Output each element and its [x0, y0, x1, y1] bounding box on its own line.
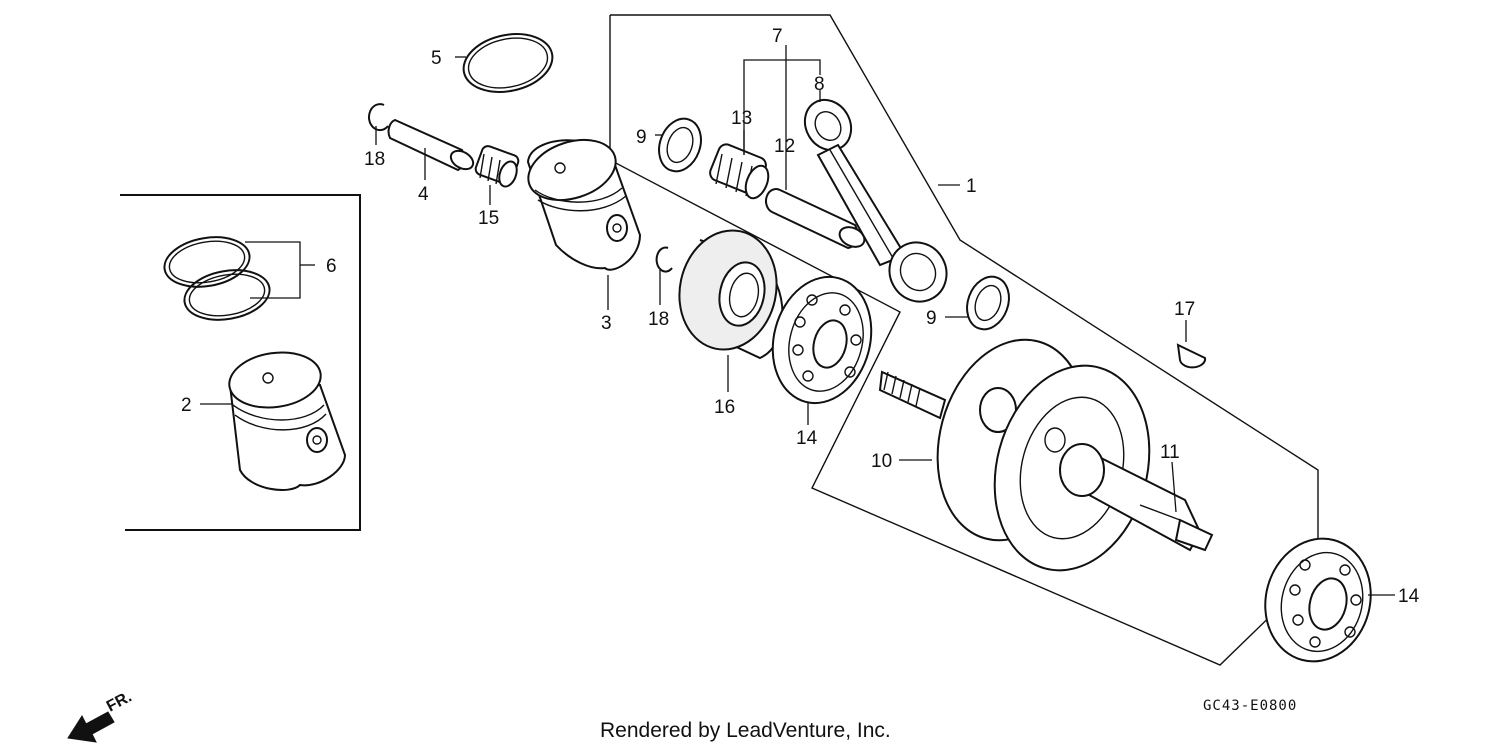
thrust-washer-part-9-lower: [966, 275, 1010, 331]
callout-18-right: 18: [648, 309, 669, 330]
circlip-part-18-left: [368, 103, 389, 132]
render-credit: Rendered by LeadVenture, Inc.: [600, 719, 891, 742]
callout-15: 15: [478, 208, 499, 229]
callout-17: 17: [1174, 299, 1195, 320]
callout-8: 8: [814, 74, 825, 95]
callout-2: 2: [181, 395, 192, 416]
ball-bearing-part-14-lower: [1264, 537, 1372, 663]
needle-bearing-part-15: [474, 145, 520, 188]
callout-1: 1: [966, 176, 977, 197]
piston-part-3: [526, 138, 642, 271]
callout-9-upper: 9: [636, 127, 647, 148]
callout-12: 12: [774, 136, 795, 157]
callout-7: 7: [772, 26, 783, 47]
needle-bearing-part-13: [709, 143, 770, 200]
callout-labels: 1 2 3 4 5 6 7 8 9 9 10 11 12 13 14 14 15…: [181, 26, 1420, 607]
front-direction-arrow-icon: FR.: [67, 688, 135, 743]
piston-ring-part-5: [462, 33, 554, 93]
piston-part-2: [228, 351, 347, 491]
callout-14-lower: 14: [1398, 586, 1420, 607]
front-direction-label: FR.: [104, 688, 135, 715]
callout-10: 10: [871, 451, 892, 472]
callout-3: 3: [601, 313, 612, 334]
oil-seal-part-16: [678, 229, 784, 360]
circlip-part-18-right: [655, 246, 673, 273]
leader-lines: [200, 45, 1395, 596]
callout-6: 6: [326, 256, 337, 277]
callout-9-lower: 9: [926, 308, 937, 329]
callout-5: 5: [431, 48, 442, 69]
callout-11: 11: [1160, 442, 1180, 463]
callout-16: 16: [714, 397, 735, 418]
diagram-code: GC43-E0800: [1203, 698, 1297, 714]
connecting-rod-part-8: [803, 98, 948, 303]
ball-bearing-part-14-upper: [771, 275, 873, 405]
woodruff-key-part-17: [1176, 343, 1207, 369]
piston-pin-part-4: [387, 118, 475, 172]
optional-piston-box: [120, 194, 361, 531]
callout-14-upper: 14: [796, 428, 818, 449]
callout-4: 4: [418, 184, 429, 205]
crankshaft-part-10-11: [878, 338, 1214, 572]
callout-13: 13: [731, 108, 752, 129]
thrust-washer-part-9-upper: [658, 117, 702, 173]
callout-18-left: 18: [364, 149, 385, 170]
piston-ring-set-part-6: [163, 236, 271, 321]
crank-pin-part-12: [765, 188, 866, 250]
